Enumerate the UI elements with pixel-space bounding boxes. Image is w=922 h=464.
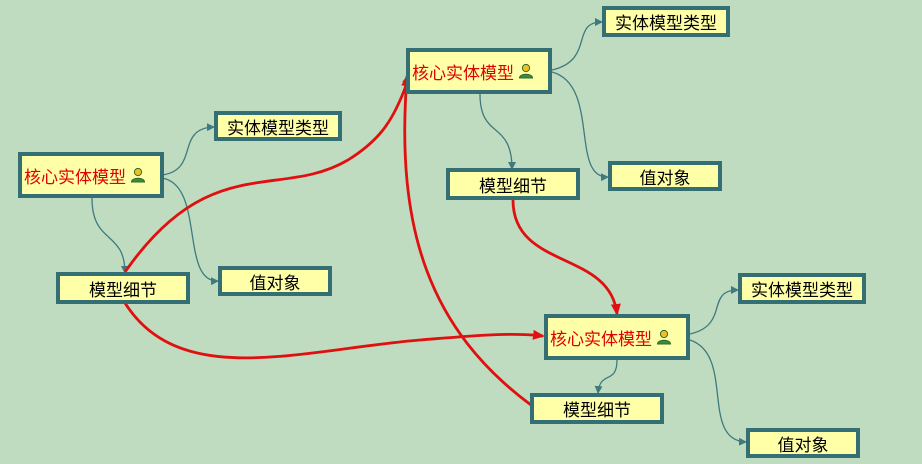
model-detail-node-3[interactable]: 模型细节 [530, 393, 664, 424]
red-edge-detail1-core2 [123, 72, 412, 273]
value-object-node-3[interactable]: 值对象 [746, 428, 860, 458]
edge-core2-value2 [551, 71, 609, 182]
person-icon [130, 167, 146, 183]
edge-core2-type2 [551, 18, 603, 71]
value-object-node-2[interactable]: 值对象 [608, 161, 722, 191]
model-detail-label: 模型细节 [563, 401, 631, 421]
edge-core1-value1 [161, 177, 219, 286]
entity-model-type-label: 实体模型类型 [615, 14, 717, 34]
core-entity-label: 核心实体模型 [550, 329, 652, 350]
model-detail-label: 模型细节 [479, 176, 547, 197]
core-entity-node-3[interactable]: 核心实体模型 [544, 314, 690, 360]
entity-model-type-label: 实体模型类型 [751, 281, 853, 301]
edge-core1-type1 [161, 123, 215, 176]
edge-core3-detail3 [594, 359, 618, 394]
core-entity-node-1[interactable]: 核心实体模型 [18, 152, 164, 198]
red-edge-detail3-core2 [401, 74, 532, 407]
edge-core1-detail1 [91, 197, 129, 274]
red-edge-detail2-core3 [511, 199, 621, 316]
model-detail-node-1[interactable]: 模型细节 [56, 272, 190, 304]
value-object-label: 值对象 [639, 168, 691, 189]
person-icon [656, 329, 672, 345]
core-entity-label: 核心实体模型 [412, 63, 514, 84]
edge-core2-detail2 [479, 93, 516, 170]
value-object-node-1[interactable]: 值对象 [218, 266, 332, 296]
person-icon [518, 63, 534, 79]
value-object-label: 值对象 [249, 273, 301, 294]
value-object-label: 值对象 [777, 435, 829, 456]
entity-model-type-node-2[interactable]: 实体模型类型 [602, 6, 730, 37]
edge-core3-type3 [689, 286, 739, 335]
red-edge-detail1-core3 [123, 302, 545, 360]
entity-model-type-node-3[interactable]: 实体模型类型 [738, 273, 866, 304]
entity-model-type-node-1[interactable]: 实体模型类型 [214, 111, 342, 141]
model-detail-label: 模型细节 [89, 280, 157, 301]
core-entity-node-2[interactable]: 核心实体模型 [406, 48, 552, 94]
edge-core3-value3 [689, 339, 747, 446]
model-detail-node-2[interactable]: 模型细节 [446, 168, 580, 200]
entity-model-type-label: 实体模型类型 [227, 118, 329, 139]
core-entity-label: 核心实体模型 [24, 167, 126, 188]
